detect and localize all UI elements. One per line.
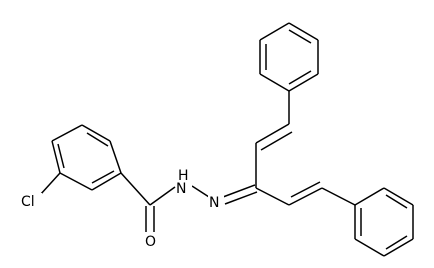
- carbonyl-nh-bond: [149, 186, 176, 206]
- oxygen-label: O: [145, 234, 156, 250]
- lower-vinyl-chain: [255, 181, 356, 206]
- upper-phenyl-ring: [259, 22, 319, 92]
- n-n-bond: [191, 185, 210, 198]
- imine-double-bond: [222, 184, 256, 198]
- amide-nitrogen-label: N: [176, 181, 186, 197]
- ring-carbonyl-bond: [120, 172, 151, 206]
- imine-double-bond-2: [224, 191, 258, 205]
- chlorophenyl-ring: [51, 124, 122, 191]
- imine-nitrogen-label: N: [209, 195, 219, 211]
- lower-phenyl-ring: [354, 187, 414, 257]
- upper-vinyl-chain: [255, 91, 293, 188]
- nh-hydrogen-label: H: [178, 168, 189, 184]
- chlorine-label: Cl: [21, 194, 35, 210]
- c-cl-bond: [39, 172, 61, 196]
